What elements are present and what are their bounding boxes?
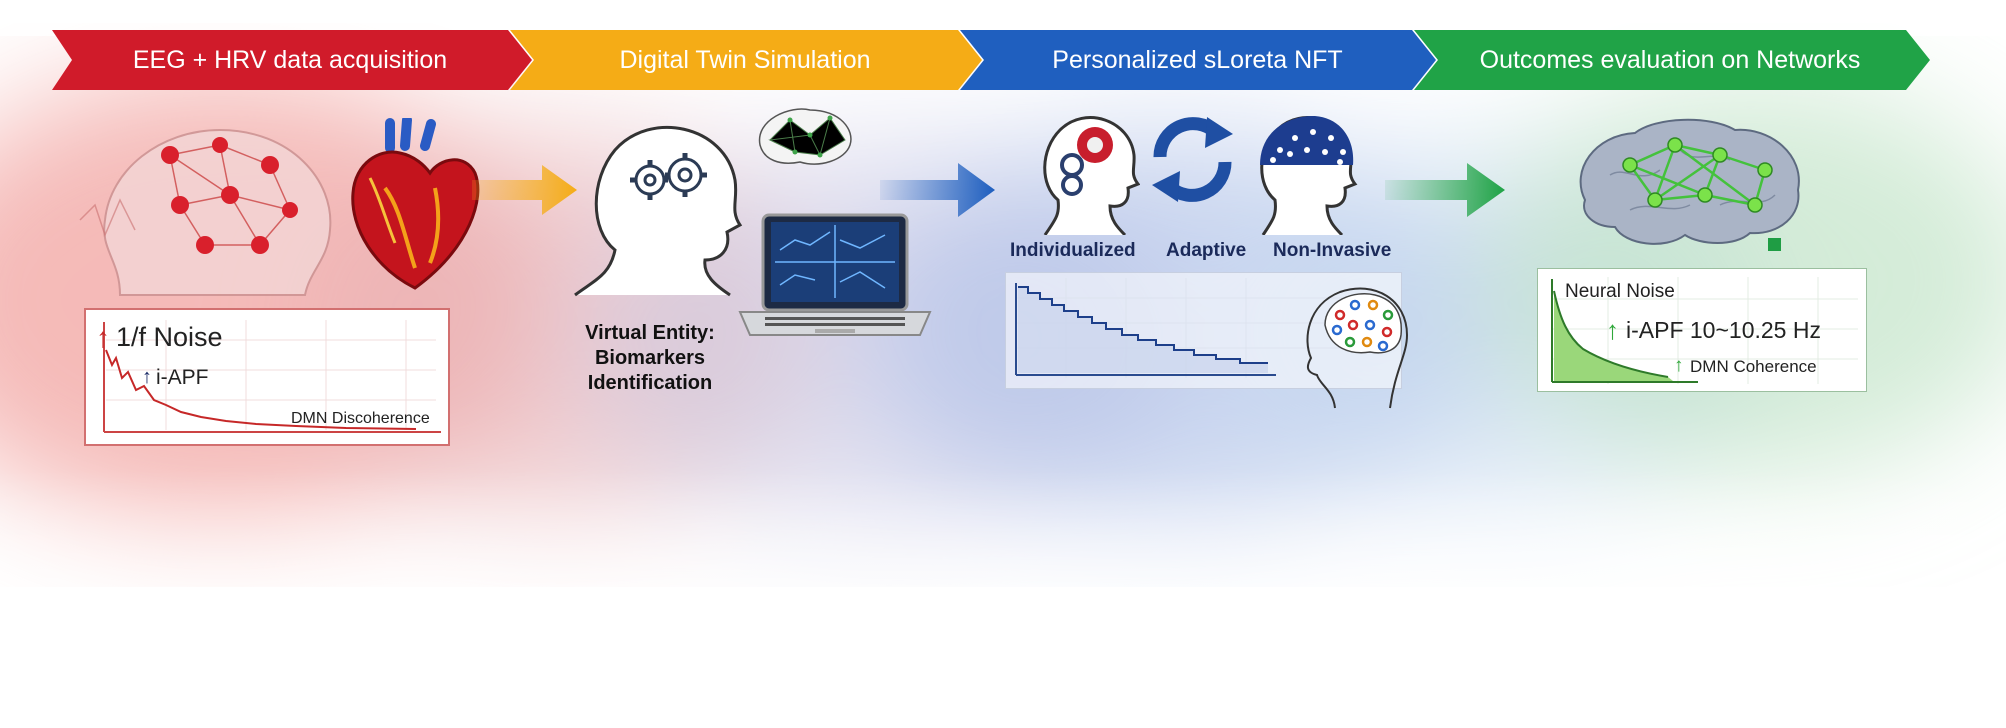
noise-label: 1/f Noise xyxy=(116,322,223,352)
dmn-label: DMN Discoherence xyxy=(291,410,430,427)
noise-plot xyxy=(103,320,441,433)
up-arrow-icon: ↑ xyxy=(142,366,152,388)
mesh-brain-icon xyxy=(758,108,852,165)
eeg-cap-icon xyxy=(1260,115,1358,235)
stage-banner-4 xyxy=(1414,30,1930,90)
cycle-arrows-icon xyxy=(1152,117,1233,202)
flow-arrow-1 xyxy=(472,165,577,215)
stage-label-3: Personalized sLoreta NFT xyxy=(1052,46,1343,74)
stage-label-2: Digital Twin Simulation xyxy=(619,46,871,74)
green-marker xyxy=(1768,238,1781,251)
feature-non-invasive: Non-Invasive xyxy=(1273,240,1392,261)
outcome-dmn-label: DMN Coherence xyxy=(1690,357,1817,376)
connectome-brain-icon xyxy=(1579,118,1800,245)
twin-caption-line2: Biomarkers xyxy=(594,347,706,369)
stage-label-4: Outcomes evaluation on Networks xyxy=(1479,46,1861,74)
head-gears-icon xyxy=(574,126,743,297)
noise-panel: ↑ 1/f Noise ↑ i-APF DMN Discoherence xyxy=(84,308,450,446)
feature-adaptive: Adaptive xyxy=(1166,240,1247,261)
eeg-brain-head-icon xyxy=(1306,287,1409,409)
feature-individualized: Individualized xyxy=(1010,240,1136,261)
laptop-icon xyxy=(738,213,932,336)
stage-label-1: EEG + HRV data acquisition xyxy=(132,46,448,74)
up-arrow-icon: ↑ xyxy=(1606,315,1619,345)
nft-decay-plot xyxy=(1015,278,1391,378)
neural-noise-plot xyxy=(1551,277,1858,384)
personalized-head-icon xyxy=(1043,116,1140,235)
neural-noise-title: Neural Noise xyxy=(1565,281,1675,302)
brain-network-icon xyxy=(79,128,332,296)
outcome-iapf-label: i-APF 10~10.25 Hz xyxy=(1626,317,1821,343)
flow-arrow-2 xyxy=(880,163,995,217)
stage-banner-3 xyxy=(960,30,1436,90)
twin-caption-line3: Identification xyxy=(587,372,713,394)
iapf-label: i-APF xyxy=(156,366,209,389)
twin-caption-line1: Virtual Entity: xyxy=(585,322,715,344)
heart-icon xyxy=(351,118,480,290)
up-arrow-icon: ↑ xyxy=(1674,355,1684,376)
stage-banner-1 xyxy=(52,30,532,90)
stage-banner-2 xyxy=(510,30,982,90)
flow-arrow-3 xyxy=(1385,163,1505,217)
stage-banners xyxy=(52,30,1930,90)
outcome-panel: Neural Noise ↑ i-APF 10~10.25 Hz ↑ DMN C… xyxy=(1537,268,1867,392)
up-arrow-icon: ↑ xyxy=(96,322,110,353)
